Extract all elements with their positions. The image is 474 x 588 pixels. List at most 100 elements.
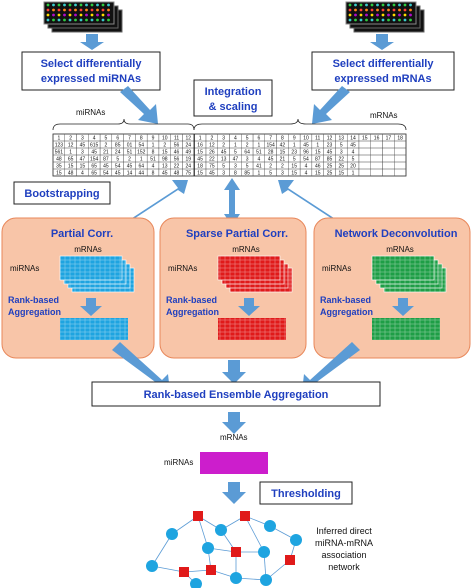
table-value: 2 xyxy=(269,163,272,169)
table-header-cell: 17 xyxy=(386,135,392,141)
array-spot xyxy=(398,3,401,7)
arrow-down-right-1 xyxy=(370,34,394,50)
table-value: 85 xyxy=(115,142,121,148)
arrow-final-to-network xyxy=(222,482,246,504)
array-spot xyxy=(376,8,379,12)
table-value: 65 xyxy=(91,163,97,169)
panel-agg-label-line2: Aggregation xyxy=(166,307,219,317)
array-spot xyxy=(107,13,110,17)
table-value: 98 xyxy=(162,156,168,162)
network-node-mirna xyxy=(206,565,216,575)
method-panel: Partial Corr.mRNAsmiRNAsRank-basedAggreg… xyxy=(1,217,155,359)
array-spot xyxy=(96,8,99,12)
table-value: 15 xyxy=(315,170,321,176)
array-spot xyxy=(68,8,72,12)
inferred-network xyxy=(146,511,302,588)
array-spot xyxy=(370,3,374,7)
table-header-cell: 1 xyxy=(199,135,202,141)
matrix-grid xyxy=(60,256,122,280)
ensemble-label: Rank-based Ensemble Aggregation xyxy=(144,389,329,401)
table-value: 48 xyxy=(56,156,62,162)
table-value: 15 xyxy=(315,149,321,155)
array-spot xyxy=(403,18,407,22)
table-header-cell: 18 xyxy=(397,135,403,141)
panel-agg-label-line1: Rank-based xyxy=(320,295,371,305)
table-value: 51 xyxy=(256,149,262,155)
array-spot xyxy=(46,13,50,17)
array-spot xyxy=(63,3,66,7)
mirnas-brace-label: miRNAs xyxy=(76,108,105,117)
array-spot xyxy=(398,18,401,22)
table-value: 22 xyxy=(209,156,215,162)
array-spot xyxy=(107,3,110,7)
final-cols-label: mRNAs xyxy=(220,433,248,442)
panel-title: Sparse Partial Corr. xyxy=(186,228,288,240)
array-spot xyxy=(387,3,390,7)
mirna-array-images xyxy=(43,1,123,33)
table-value: 2 xyxy=(281,163,284,169)
array-spot xyxy=(370,18,374,22)
array-spot xyxy=(381,13,385,17)
array-spot xyxy=(52,8,55,12)
array-spot xyxy=(365,3,368,7)
table-value: 4 xyxy=(152,163,155,169)
table-value: 15 xyxy=(197,170,203,176)
panel-cols-label: mRNAs xyxy=(232,245,260,254)
table-value: 51 xyxy=(127,149,133,155)
arrow-panel3-to-ensemble xyxy=(302,342,360,392)
table-value: 64 xyxy=(244,149,250,155)
array-spot xyxy=(387,18,390,22)
array-spot xyxy=(354,3,357,7)
table-value: 1 xyxy=(258,142,261,148)
table-value: 22 xyxy=(174,163,180,169)
select-mirnas-line1: Select differentially xyxy=(41,58,143,70)
table-value: 8 xyxy=(152,149,155,155)
table-value: 54 xyxy=(303,156,309,162)
arrow-mrnas-to-table xyxy=(312,86,350,124)
network-edge xyxy=(244,515,265,553)
inferred-line3: association xyxy=(321,550,366,560)
table-value: 1 xyxy=(352,170,355,176)
array-spot xyxy=(90,3,94,7)
array-spot xyxy=(403,13,407,17)
array-spot xyxy=(365,18,368,22)
table-value: 123 xyxy=(55,142,64,148)
array-spot xyxy=(392,13,396,17)
table-value: 87 xyxy=(103,156,109,162)
table-value: 45 xyxy=(115,170,121,176)
table-header-cell: 1 xyxy=(57,135,60,141)
table-value: 13 xyxy=(221,156,227,162)
panel-agg-label-line2: Aggregation xyxy=(8,307,61,317)
table-value: 56 xyxy=(174,156,180,162)
table-value: 1 xyxy=(152,142,155,148)
array-spot xyxy=(63,13,66,17)
table-value: 49 xyxy=(186,149,192,155)
panel-rows-label: miRNAs xyxy=(168,264,197,273)
table-header-cell: 6 xyxy=(116,135,119,141)
table-value: 54 xyxy=(138,142,144,148)
table-header-cell: 4 xyxy=(234,135,237,141)
aggregated-matrix-grid xyxy=(218,318,286,340)
array-spot xyxy=(90,18,94,22)
table-value: 65 xyxy=(91,170,97,176)
table-value: 15 xyxy=(197,149,203,155)
array-spot xyxy=(359,18,363,22)
table-value: 48 xyxy=(174,170,180,176)
table-value: 51 xyxy=(150,156,156,162)
array-spot xyxy=(57,8,61,12)
array-spot xyxy=(90,8,94,12)
array-spot xyxy=(96,13,99,17)
array-spot xyxy=(409,13,412,17)
array-spot xyxy=(409,3,412,7)
table-value: 1 xyxy=(69,149,72,155)
table-value: 8 xyxy=(234,170,237,176)
panel-cols-label: mRNAs xyxy=(74,245,102,254)
array-spot xyxy=(74,8,77,12)
bootstrapping-box: Bootstrapping xyxy=(13,181,111,205)
panel-agg-label-line2: Aggregation xyxy=(320,307,373,317)
table-value: 1 xyxy=(293,142,296,148)
panel-title: Network Deconvolution xyxy=(335,228,458,240)
matrix-grid xyxy=(372,256,434,280)
table-value: 46 xyxy=(174,149,180,155)
table-value: 15 xyxy=(339,170,345,176)
